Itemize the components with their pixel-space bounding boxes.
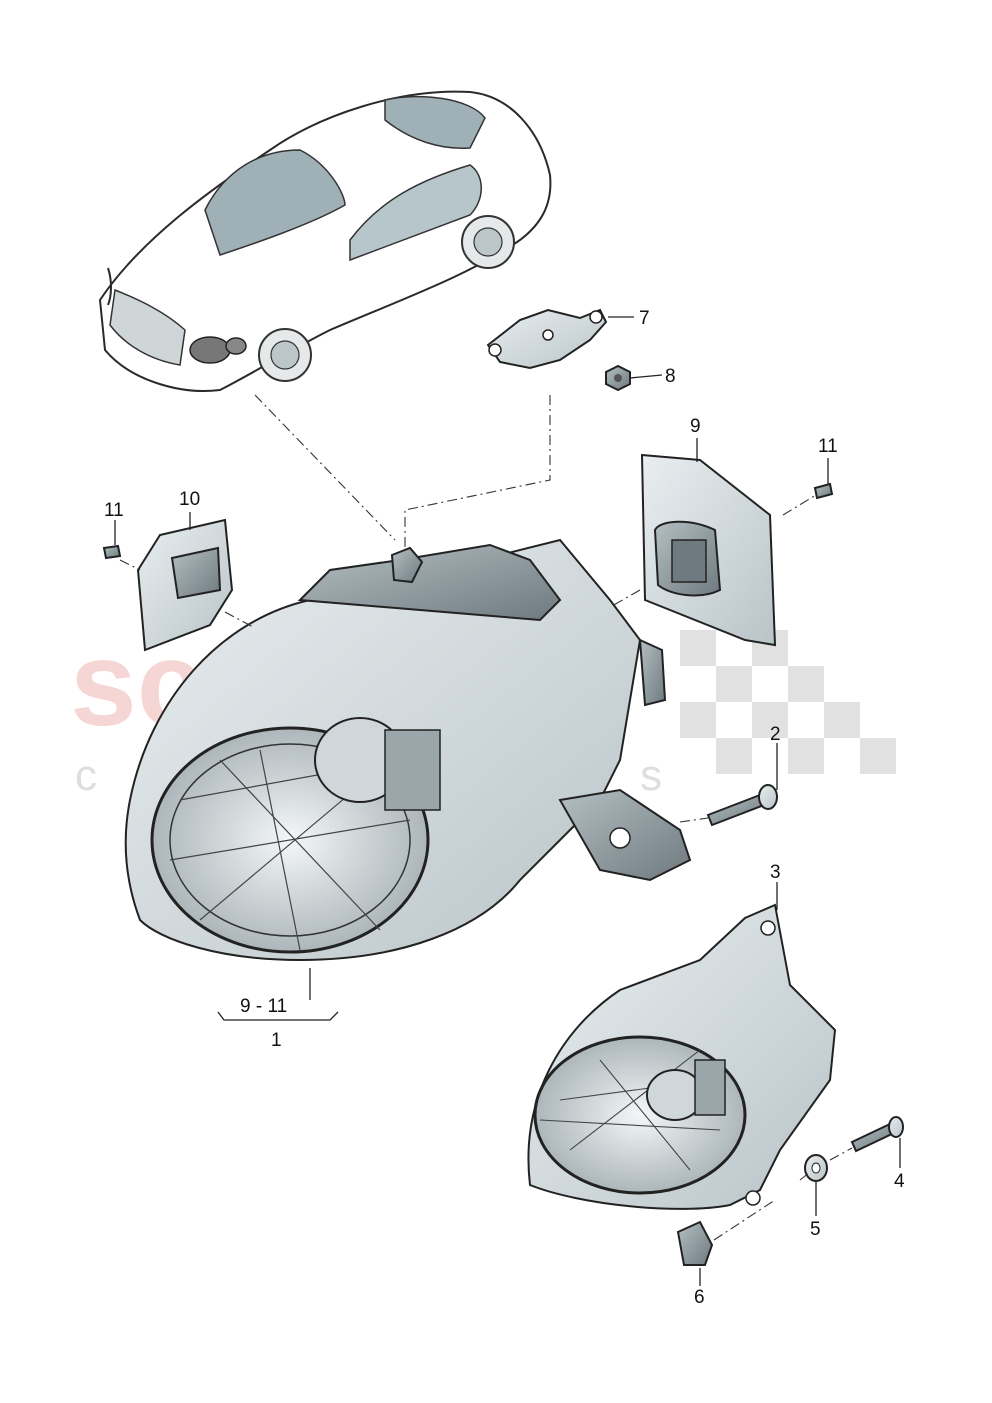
callout-7: 7 [639,308,650,329]
part-2-screw [706,784,778,827]
part-3-fog-light [527,903,837,1210]
callout-10: 10 [179,489,200,510]
callout-11-left: 11 [104,500,124,521]
part-5-washer [804,1154,828,1182]
callout-4: 4 [894,1171,905,1192]
callout-9: 9 [690,416,701,437]
part-7-bracket [486,308,608,370]
callout-3: 3 [770,862,781,883]
callout-range: 9 - 11 [240,996,287,1017]
callout-6: 6 [694,1287,705,1308]
checkered-flag [680,630,896,774]
part-11-screw-left [102,544,122,560]
car-illustration [98,90,552,392]
callout-labels: 7 8 9 11 10 11 2 3 9 - 11 1 4 5 6 [104,308,905,1308]
part-1-headlight [124,538,692,962]
assembly-lines [119,394,853,1241]
callout-2: 2 [770,724,781,745]
part-8-nut [605,364,631,392]
part-6-socket [676,1220,714,1266]
leader-lines [114,316,901,1286]
part-9-control-unit [640,453,777,647]
part-11-screw-right [813,482,834,500]
callout-1: 1 [271,1030,282,1051]
part-10-control-unit [136,518,234,652]
part-4-screw [850,1116,904,1153]
callout-11-right: 11 [818,436,838,457]
callout-5: 5 [810,1219,821,1240]
callout-8: 8 [665,366,676,387]
